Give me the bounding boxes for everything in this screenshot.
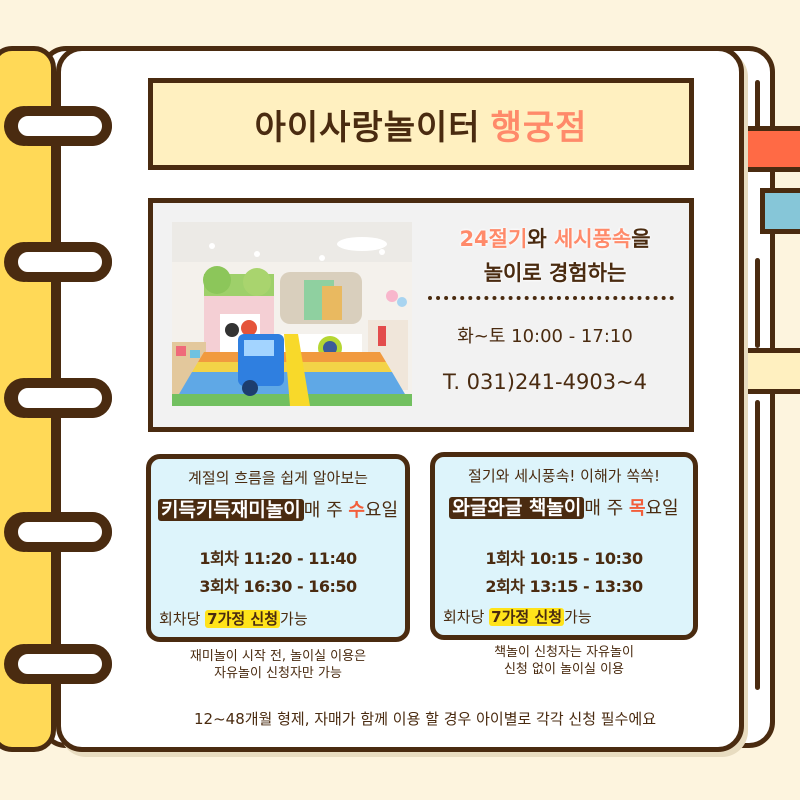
binder-ring-icon (8, 378, 112, 418)
capacity-text: 회차당 (159, 610, 206, 628)
schedule-text: 요일 (364, 500, 399, 521)
capacity-text: 가능 (280, 610, 308, 628)
session-time: 3회차 16:30 - 16:50 (199, 577, 357, 596)
headline-line-1: 24절기와 세시풍속을 (420, 222, 690, 256)
page-title: 아이사랑놀이터 행궁점 (148, 78, 694, 170)
page-edge-line (755, 400, 760, 690)
info-headline: 24절기와 세시풍속을 놀이로 경험하는 (420, 222, 690, 290)
sibling-registration-note: 12~48개월 형제, 자매가 함께 이용 할 경우 아이별로 각각 신청 필수… (194, 710, 656, 728)
headline-accent-customs: 세시풍속 (553, 227, 632, 251)
program-subtitle: 절기와 세시풍속! 이해가 쏙쏙! (468, 467, 660, 485)
title-branch: 행궁점 (490, 107, 588, 148)
dotted-divider (428, 296, 674, 300)
session-time: 1회차 11:20 - 11:40 (199, 549, 357, 568)
session-time: 2회차 13:15 - 13:30 (485, 577, 643, 596)
notebook-tab-yellow (740, 348, 800, 394)
title-main: 아이사랑놀이터 (254, 107, 481, 148)
headline-accent-solar-terms: 24절기 (459, 227, 528, 251)
headline-text: 와 (527, 227, 554, 251)
program-day: 수 (348, 500, 365, 521)
note-line: 재미놀이 시작 전, 놀이실 이용은 (189, 649, 367, 664)
note-line: 신청 없이 놀이실 이용 (503, 662, 625, 677)
headline-text: 을 (631, 227, 651, 251)
binder-ring-icon (8, 644, 112, 684)
capacity-text: 가능 (564, 608, 592, 626)
note-line: 책놀이 신청자는 자유놀이 (494, 645, 634, 660)
session-time: 1회차 10:15 - 10:30 (485, 549, 643, 568)
playroom-photo (172, 222, 412, 406)
program-note-fun-play: 재미놀이 시작 전, 놀이실 이용은 자유놀이 신청자만 가능 (146, 648, 410, 682)
schedule-text: 매 주 (584, 498, 629, 519)
binder-ring-icon (8, 106, 112, 146)
notebook-tab-blue (760, 188, 800, 234)
headline-line-2: 놀이로 경험하는 (483, 261, 627, 285)
capacity-text: 회차당 (443, 608, 490, 626)
schedule-text: 요일 (645, 498, 679, 519)
program-name: 키득키득재미놀이 (157, 499, 304, 521)
program-subtitle: 계절의 흐름을 쉽게 알아보는 (188, 469, 368, 487)
binder-ring-icon (8, 242, 112, 282)
binder-ring-icon (8, 512, 112, 552)
program-note-book-play: 책놀이 신청자는 자유놀이 신청 없이 놀이실 이용 (430, 644, 698, 678)
page-edge-line (755, 80, 760, 130)
capacity-highlight: 7가정 신청 (205, 610, 281, 628)
capacity-highlight: 7가정 신청 (489, 608, 565, 626)
playroom-photo-illustration (172, 222, 412, 406)
program-name: 와글와글 책놀이 (449, 497, 585, 519)
note-line: 자유놀이 신청자만 가능 (214, 666, 342, 681)
page-edge-line (755, 258, 760, 348)
opening-hours: 화~토 10:00 - 17:10 (457, 326, 633, 347)
notebook-tab-red (740, 126, 800, 172)
schedule-text: 매 주 (303, 500, 349, 521)
program-day: 목 (628, 498, 646, 519)
phone-number: T. 031)241-4903~4 (442, 370, 648, 394)
